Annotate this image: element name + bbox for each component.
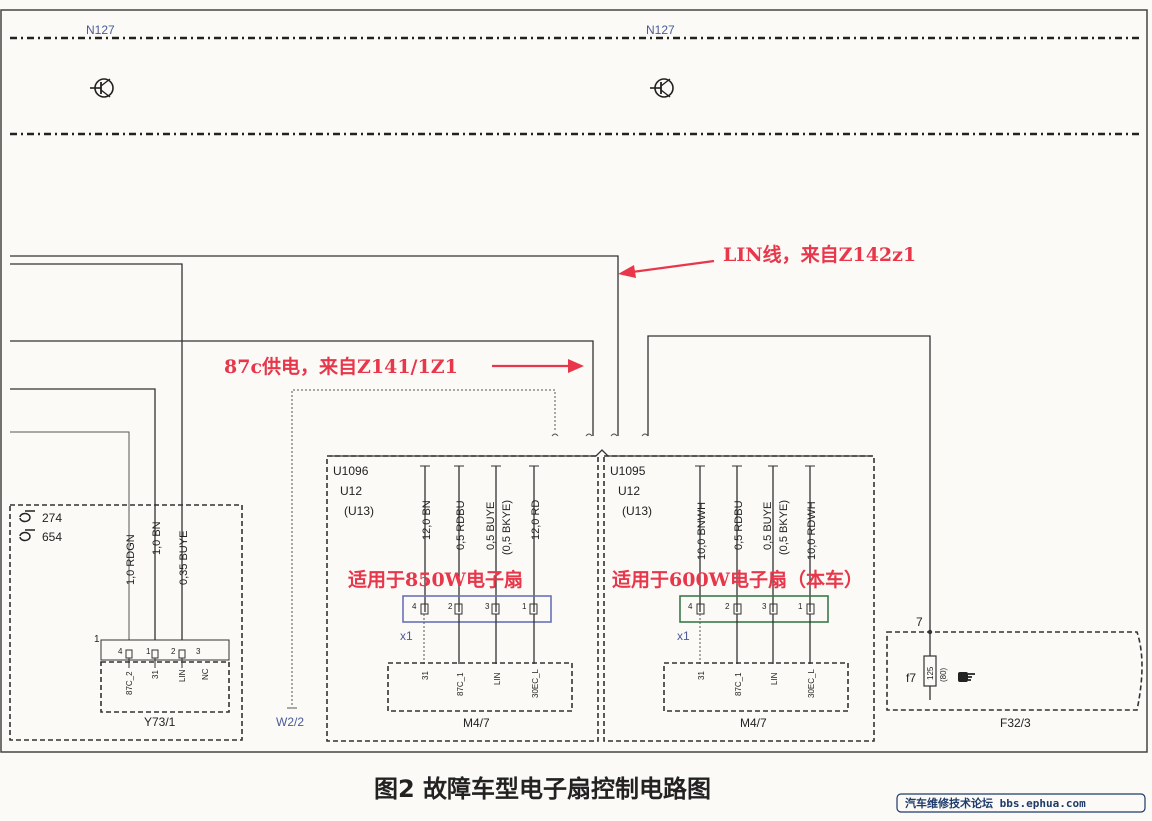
wire-label: 0,5 BUYE	[485, 502, 497, 550]
module-id: (U13)	[344, 504, 374, 518]
wire-label: 0,5 BUYE	[762, 502, 774, 550]
module-id: U12	[340, 484, 362, 498]
pin-number: 2	[725, 602, 730, 611]
wire-label: 12,0 RD	[530, 500, 542, 540]
pin-number: 3	[485, 602, 490, 611]
fuse-sub: (80)	[939, 667, 948, 682]
annotation-lin-text: LIN线，来自Z142z1	[723, 243, 916, 266]
watermark-text: 汽车维修技术论坛 bbs.ephua.com	[905, 796, 1086, 810]
fan-annotation: 适用于600W电子扇（本车）	[612, 568, 863, 591]
figure-caption: 图2 故障车型电子扇控制电路图	[374, 775, 711, 803]
pin-number: 4	[118, 647, 123, 656]
signal-label: 30EC_L	[531, 669, 540, 698]
connector-x1	[679, 595, 829, 623]
signal-label: 87C_1	[456, 672, 465, 696]
module-n127-left-label: N127	[86, 23, 115, 37]
wire-label: 10,0 BNWH	[696, 502, 708, 560]
connector-label: x1	[677, 629, 690, 643]
signal-label: 30EC_L	[807, 669, 816, 698]
ref-274: 274	[42, 511, 62, 525]
signal-label: 31	[151, 670, 160, 679]
diagram-frame	[0, 9, 1148, 753]
fuse-rating: 125	[926, 666, 935, 680]
signal-label: 31	[697, 671, 706, 680]
pointing-hand-icon	[958, 672, 975, 682]
signal-label: LIN	[178, 669, 187, 682]
pin-number: 2	[171, 647, 176, 656]
wire-label: (0,5 BKYE)	[501, 500, 513, 555]
annotation-power: 87c供电，来自Z141/1Z1	[224, 355, 584, 378]
annotation-power-text: 87c供电，来自Z141/1Z1	[224, 355, 458, 378]
module-id: U12	[618, 484, 640, 498]
component-name: M4/7	[740, 716, 767, 730]
component-name: M4/7	[463, 716, 490, 730]
connector-x1	[402, 595, 552, 623]
signal-label: 87C_1	[734, 672, 743, 696]
pin-number: 3	[196, 647, 201, 656]
module-id: U1095	[610, 464, 646, 478]
wire-label: 0,5 RDBU	[733, 500, 745, 550]
signal-label: LIN	[770, 672, 779, 685]
signal-label: 31	[421, 671, 430, 680]
connector-y73-1: 274 654 1,0 RDGN 1,0 BN 0,35 BUYE 1 4 1 …	[9, 504, 243, 741]
ground-label: W2/2	[276, 715, 304, 729]
pin-label: 1	[94, 634, 100, 645]
pin-number: 1	[146, 647, 151, 656]
pin-number: 4	[688, 602, 693, 611]
pin-number: 3	[762, 602, 767, 611]
component-name: F32/3	[1000, 716, 1031, 730]
fuse-label: f7	[906, 671, 916, 685]
signal-label: 87C_2	[125, 671, 134, 695]
signal-label: LIN	[493, 672, 502, 685]
ref-654: 654	[42, 530, 62, 544]
wire-label: (0,5 BKYE)	[778, 500, 790, 555]
transistor-icon	[650, 78, 674, 98]
module-id: (U13)	[622, 504, 652, 518]
fuse-pin: 7	[916, 615, 923, 629]
pin-number: 1	[522, 602, 527, 611]
connector-label: x1	[400, 629, 413, 643]
wire-label: 10,0 RDWH	[806, 501, 818, 560]
watermark: 汽车维修技术论坛 bbs.ephua.com	[896, 793, 1146, 813]
transistor-icon	[90, 78, 114, 98]
ground-w2-2: W2/2	[276, 707, 304, 729]
pin-number: 4	[412, 602, 417, 611]
bus-wires	[10, 255, 931, 705]
module-n127: N127 N127	[10, 23, 1140, 136]
component-name: Y73/1	[144, 715, 176, 729]
ref-icon	[19, 529, 35, 542]
signal-label: NC	[201, 668, 210, 680]
wire-label: 1,0 BN	[151, 521, 163, 555]
wire-label: 1,0 RDGN	[125, 534, 137, 585]
fan-600w-module: U1095 U12 (U13) 10,0 BNWH 0,5 RDBU 0,5 B…	[603, 455, 875, 742]
fan-annotation: 适用于850W电子扇	[348, 568, 523, 591]
pin-number: 2	[448, 602, 453, 611]
wire-label: 0,5 RDBU	[455, 500, 467, 550]
module-id: U1096	[333, 464, 369, 478]
ref-icon	[19, 510, 35, 523]
wire-label: 12,0 BN	[421, 500, 433, 540]
wire-label: 0,35 BUYE	[178, 531, 190, 585]
fan-850w-module: U1096 U12 (U13) 12,0 BN 0,5 RDBU 0,5 BUY…	[326, 455, 599, 742]
pin-number: 1	[798, 602, 803, 611]
module-n127-right-label: N127	[646, 23, 675, 37]
fuse-box-f32-3: 7 f7 125 (80) F32/3	[886, 615, 1143, 730]
annotation-lin: LIN线，来自Z142z1	[618, 243, 916, 278]
